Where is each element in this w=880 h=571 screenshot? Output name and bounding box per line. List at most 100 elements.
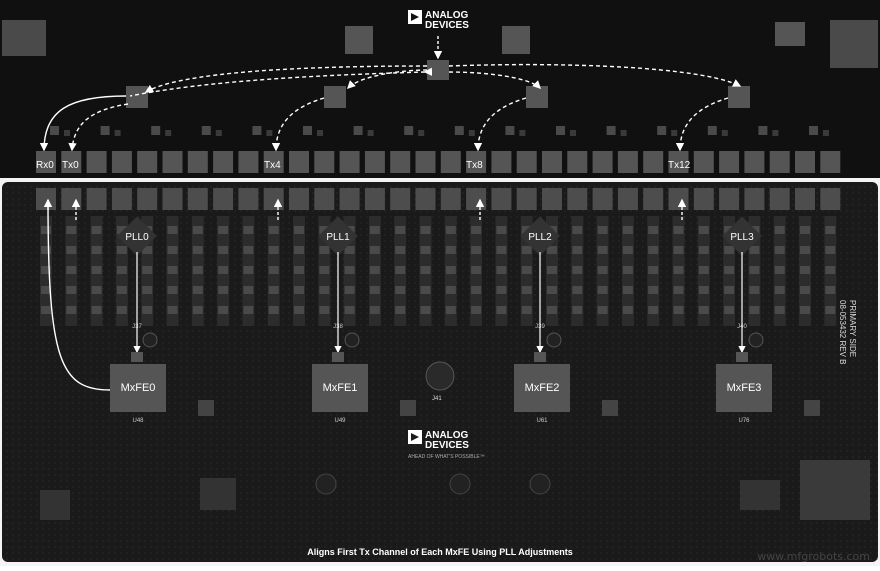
channel-connector-bottom (162, 188, 183, 210)
connector-large (800, 460, 870, 520)
analog-devices-logo-bottom: ANALOG DEVICES AHEAD OF WHAT'S POSSIBLE™ (408, 430, 485, 460)
top-small-chip (215, 130, 222, 136)
component-pad (724, 266, 735, 274)
channel-connector-top (339, 151, 360, 173)
component-pad (41, 306, 51, 314)
top-small-chip (317, 130, 323, 136)
channel-connector-top (415, 151, 436, 173)
side-label-line2: 08-053432 REV B (838, 300, 847, 365)
mxfe-label: MxFE0 (121, 382, 156, 394)
top-small-chip (657, 126, 667, 135)
capacitor (529, 473, 551, 495)
pll-label: PLL3 (730, 232, 754, 243)
logo-bottom-line1: ANALOG (425, 430, 469, 441)
channel-connector-top (162, 151, 183, 173)
pll-mxfe-modules: PLL0J37MxFE0U48PLL1J38MxFE1U49PLL2J39MxF… (110, 86, 820, 424)
mxfe-feed-connector (736, 352, 748, 362)
component-pad (471, 266, 482, 274)
channel-connector-bottom (744, 188, 765, 210)
component-pad (774, 266, 785, 274)
component-pad (91, 286, 102, 294)
component-pad (622, 266, 633, 274)
component-pad (167, 246, 178, 254)
top-small-chips (50, 126, 829, 136)
top-small-chip (606, 126, 616, 135)
channel-connector-top (820, 151, 841, 173)
component-pad (142, 266, 153, 274)
component-pad (698, 286, 709, 294)
top-small-chip (758, 126, 768, 135)
top-small-chip (404, 126, 414, 135)
component-cluster (40, 490, 70, 520)
component-pad (142, 246, 153, 254)
component-pad (116, 266, 127, 274)
component-pad (142, 286, 153, 294)
component-pad (698, 226, 709, 234)
component-pad (648, 306, 659, 314)
component-pad (218, 286, 229, 294)
component-pad (268, 286, 279, 294)
component-pad (622, 226, 633, 234)
channel-connector-bottom (390, 188, 411, 210)
component-pad (724, 246, 735, 254)
component-pad (369, 266, 380, 274)
component-pad (825, 266, 836, 274)
component-pad (825, 286, 836, 294)
channel-connector-top (61, 151, 82, 173)
channel-connector-bottom (795, 188, 815, 210)
component-pad (648, 266, 659, 274)
channel-connector-bottom (440, 188, 461, 210)
channel-connector-bottom (415, 188, 436, 210)
component-pad (622, 246, 633, 254)
component-pad (91, 226, 102, 234)
channel-connector-top (719, 151, 740, 173)
pll-chip (722, 216, 762, 256)
component-pad (622, 286, 633, 294)
component-pad (369, 246, 380, 254)
top-chip (502, 26, 530, 54)
signal-arrows-top (39, 36, 742, 152)
logo-bottom-line2: DEVICES (425, 440, 469, 451)
channel-connector-bottom (137, 188, 158, 210)
top-small-chip (151, 126, 161, 135)
component-pad (496, 246, 507, 254)
nearby-capacitor (748, 332, 764, 348)
chip-designator: U76 (738, 418, 750, 424)
channel-row-top (36, 151, 841, 173)
channel-connector-top (795, 151, 815, 173)
channel-connector-top (187, 151, 208, 173)
component-pad (825, 306, 836, 314)
channel-connector-bottom (213, 188, 234, 210)
top-amplifier-chip (526, 86, 548, 108)
tx8-label: Tx8 (466, 160, 483, 171)
inductor (425, 361, 455, 391)
top-small-chip (620, 130, 627, 136)
channel-connector-bottom (466, 188, 487, 210)
component-pad (749, 266, 760, 274)
chip-designator: U49 (334, 418, 346, 424)
tx0-label: Tx0 (62, 160, 79, 171)
component-pad (294, 266, 304, 274)
component-pad (41, 226, 51, 234)
top-small-chip (505, 126, 515, 135)
channel-connector-top (744, 151, 765, 173)
top-board-connector-right (830, 20, 878, 68)
side-label: PRIMARY SIDE 08-053432 REV B (838, 300, 857, 365)
top-small-chip (707, 126, 717, 135)
component-pad (749, 306, 760, 314)
component-pad (673, 266, 684, 274)
channel-connector-top (440, 151, 461, 173)
chip-designator: U61 (536, 418, 548, 424)
component-pad (192, 286, 203, 294)
component-pad (167, 306, 178, 314)
component-pad (648, 246, 659, 254)
component-pad (344, 266, 355, 274)
channel-connector-top (466, 151, 487, 173)
top-small-chip (64, 130, 70, 136)
top-small-chip (165, 130, 172, 136)
component-pad (243, 266, 254, 274)
component-pad (243, 226, 254, 234)
top-chip (775, 22, 805, 46)
component-pad (319, 286, 330, 294)
top-amplifier-chip (126, 86, 148, 108)
